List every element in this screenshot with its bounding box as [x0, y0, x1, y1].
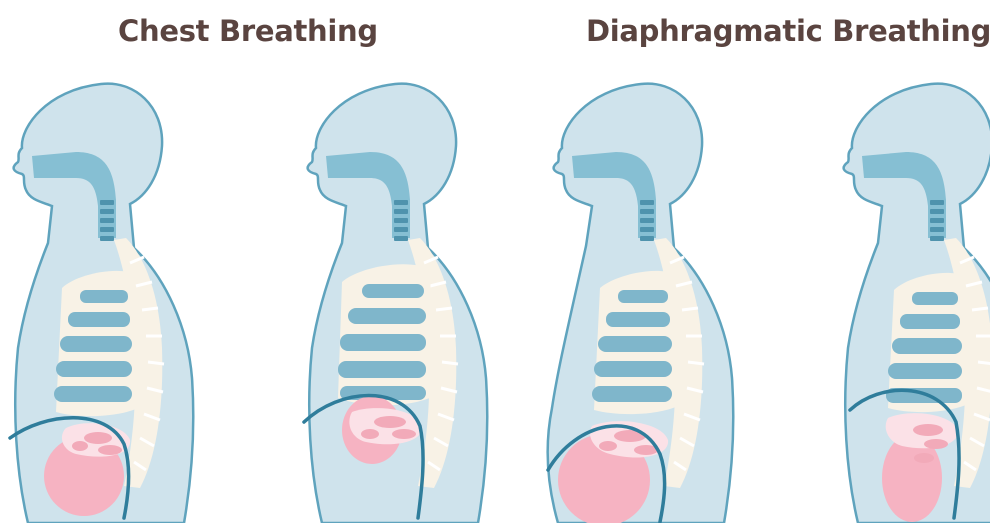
figure-chest-inhale — [300, 78, 560, 523]
figure-diaphragm-exhale — [836, 78, 990, 523]
figure-chest-exhale — [6, 78, 266, 523]
diaphragmatic-breathing-title: Diaphragmatic Breathing — [586, 14, 990, 48]
figure-diaphragm-inhale — [546, 78, 806, 523]
chest-breathing-title: Chest Breathing — [118, 14, 378, 48]
